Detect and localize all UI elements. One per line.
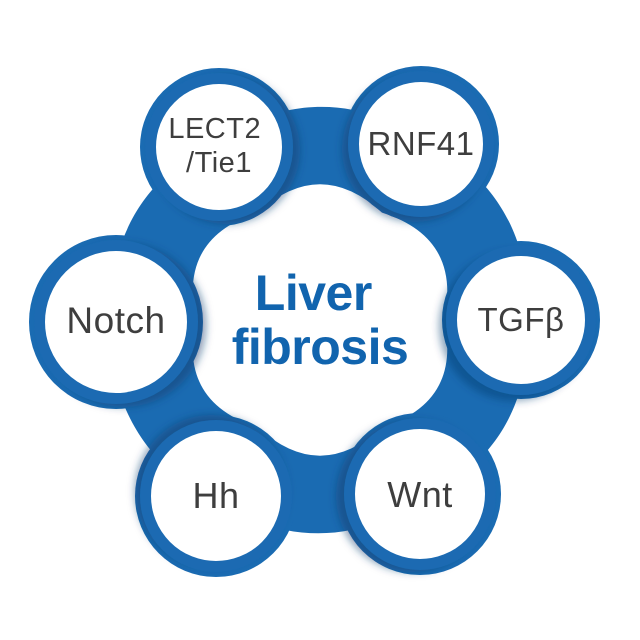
- node-label: RNF41: [367, 125, 474, 162]
- node-rnf41: RNF41: [348, 71, 494, 217]
- node-wnt: Wnt: [344, 418, 496, 570]
- node-tgfb: TGFβ: [446, 245, 596, 395]
- node-hh: Hh: [140, 420, 292, 572]
- node-label: LECT2 /Tie1: [168, 113, 269, 179]
- node-lect2-tie1: LECT2 /Tie1: [145, 73, 293, 221]
- diagram-title: Liver fibrosis: [232, 265, 409, 375]
- center-shape: [192, 184, 448, 456]
- node-notch: Notch: [34, 240, 198, 404]
- node-circle: [446, 245, 596, 395]
- node-circle: [348, 71, 494, 217]
- node-label: Notch: [66, 300, 165, 341]
- node-circle: [34, 240, 198, 404]
- node-label: TGFβ: [478, 301, 565, 338]
- node-circle: [344, 418, 496, 570]
- node-label: Wnt: [387, 474, 453, 515]
- node-label: Hh: [192, 475, 239, 516]
- node-circle: [145, 73, 293, 221]
- node-circle: [140, 420, 292, 572]
